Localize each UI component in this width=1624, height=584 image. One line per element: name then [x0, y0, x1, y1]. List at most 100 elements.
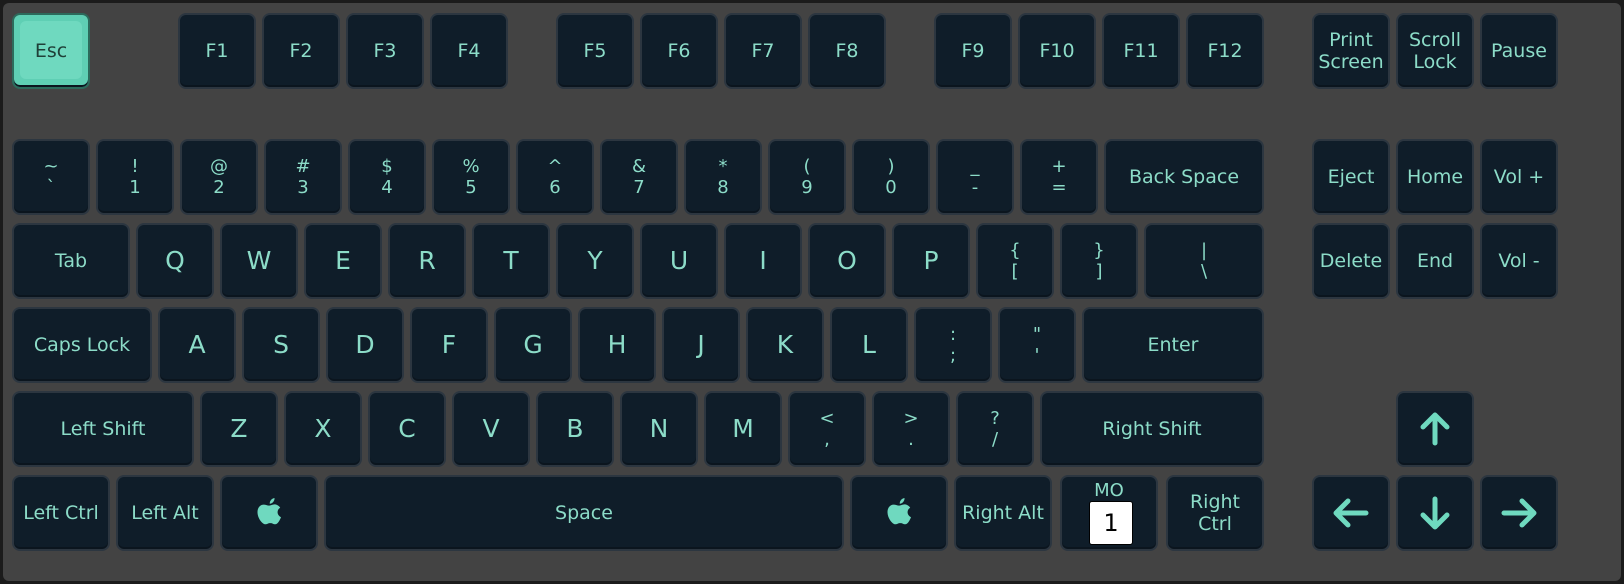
key-g[interactable]: G: [494, 307, 572, 383]
key-semicolon[interactable]: :;: [914, 307, 992, 383]
key-1[interactable]: !1: [96, 139, 174, 215]
legend-top: ?: [990, 408, 1000, 429]
key-comma[interactable]: <,: [788, 391, 866, 467]
key-left-shift[interactable]: Left Shift: [12, 391, 194, 467]
key-right-os[interactable]: [850, 475, 948, 551]
key-left-os[interactable]: [220, 475, 318, 551]
key-right-bracket[interactable]: }]: [1060, 223, 1138, 299]
key-e[interactable]: E: [304, 223, 382, 299]
key-f2[interactable]: F2: [262, 13, 340, 89]
key-f7[interactable]: F7: [724, 13, 802, 89]
key-arrow-down[interactable]: [1396, 475, 1474, 551]
key-f5[interactable]: F5: [556, 13, 634, 89]
key-a[interactable]: A: [158, 307, 236, 383]
key-4[interactable]: $4: [348, 139, 426, 215]
key-eject[interactable]: Eject: [1312, 139, 1390, 215]
key-p[interactable]: P: [892, 223, 970, 299]
key-8[interactable]: *8: [684, 139, 762, 215]
key-9[interactable]: (9: [768, 139, 846, 215]
key-pause[interactable]: Pause: [1480, 13, 1558, 89]
key-r[interactable]: R: [388, 223, 466, 299]
key-f10[interactable]: F10: [1018, 13, 1096, 89]
arrow-down-icon: [1420, 496, 1450, 530]
keyboard-frame: Esc F1 F2 F3 F4 F5 F6 F7 F8 F9 F10 F11 F…: [3, 3, 1621, 581]
key-caps-lock[interactable]: Caps Lock: [12, 307, 152, 383]
key-u[interactable]: U: [640, 223, 718, 299]
key-o[interactable]: O: [808, 223, 886, 299]
key-f1[interactable]: F1: [178, 13, 256, 89]
key-print-screen[interactable]: Print Screen: [1312, 13, 1390, 89]
key-3[interactable]: #3: [264, 139, 342, 215]
key-b[interactable]: B: [536, 391, 614, 467]
legend-bottom: =: [1051, 177, 1067, 198]
key-f3[interactable]: F3: [346, 13, 424, 89]
key-v[interactable]: V: [452, 391, 530, 467]
key-i[interactable]: I: [724, 223, 802, 299]
key-backspace[interactable]: Back Space: [1104, 139, 1264, 215]
key-l[interactable]: L: [830, 307, 908, 383]
legend-top: _: [970, 156, 980, 177]
key-f4[interactable]: F4: [430, 13, 508, 89]
key-left-bracket[interactable]: {[: [976, 223, 1054, 299]
key-end[interactable]: End: [1396, 223, 1474, 299]
key-f[interactable]: F: [410, 307, 488, 383]
key-6[interactable]: ^6: [516, 139, 594, 215]
key-k[interactable]: K: [746, 307, 824, 383]
key-h[interactable]: H: [578, 307, 656, 383]
key-period[interactable]: >.: [872, 391, 950, 467]
key-j[interactable]: J: [662, 307, 740, 383]
key-2[interactable]: @2: [180, 139, 258, 215]
key-f12[interactable]: F12: [1186, 13, 1264, 89]
key-t[interactable]: T: [472, 223, 550, 299]
key-scroll-lock[interactable]: Scroll Lock: [1396, 13, 1474, 89]
key-0[interactable]: )0: [852, 139, 930, 215]
key-arrow-left[interactable]: [1312, 475, 1390, 551]
key-arrow-up[interactable]: [1396, 391, 1474, 467]
key-s[interactable]: S: [242, 307, 320, 383]
legend-top: $: [381, 156, 393, 177]
key-c[interactable]: C: [368, 391, 446, 467]
key-m[interactable]: M: [704, 391, 782, 467]
key-enter[interactable]: Enter: [1082, 307, 1264, 383]
key-minus[interactable]: _-: [936, 139, 1014, 215]
key-vol-up[interactable]: Vol +: [1480, 139, 1558, 215]
key-delete[interactable]: Delete: [1312, 223, 1390, 299]
key-x[interactable]: X: [284, 391, 362, 467]
legend-bottom: /: [991, 429, 999, 450]
key-left-ctrl[interactable]: Left Ctrl: [12, 475, 110, 551]
key-equal[interactable]: +=: [1020, 139, 1098, 215]
key-f6[interactable]: F6: [640, 13, 718, 89]
key-n[interactable]: N: [620, 391, 698, 467]
key-f11[interactable]: F11: [1102, 13, 1180, 89]
key-space[interactable]: Space: [324, 475, 844, 551]
legend-top: *: [718, 156, 728, 177]
key-f9[interactable]: F9: [934, 13, 1012, 89]
key-d[interactable]: D: [326, 307, 404, 383]
legend-bottom: ': [1034, 345, 1040, 366]
key-5[interactable]: %5: [432, 139, 510, 215]
key-7[interactable]: &7: [600, 139, 678, 215]
key-right-alt[interactable]: Right Alt: [954, 475, 1052, 551]
key-q[interactable]: Q: [136, 223, 214, 299]
key-z[interactable]: Z: [200, 391, 278, 467]
key-arrow-right[interactable]: [1480, 475, 1558, 551]
key-w[interactable]: W: [220, 223, 298, 299]
key-home[interactable]: Home: [1396, 139, 1474, 215]
key-quote[interactable]: "': [998, 307, 1076, 383]
key-slash[interactable]: ?/: [956, 391, 1034, 467]
legend-top: (: [803, 156, 811, 177]
key-vol-down[interactable]: Vol -: [1480, 223, 1558, 299]
key-y[interactable]: Y: [556, 223, 634, 299]
key-right-ctrl[interactable]: Right Ctrl: [1166, 475, 1264, 551]
legend-bottom: `: [46, 177, 56, 198]
legend-bottom: .: [908, 429, 914, 450]
key-backslash[interactable]: |\: [1144, 223, 1264, 299]
key-esc[interactable]: Esc: [12, 13, 90, 89]
key-grave[interactable]: ~`: [12, 139, 90, 215]
legend-bottom: \: [1200, 261, 1208, 282]
key-left-alt[interactable]: Left Alt: [116, 475, 214, 551]
key-mo-1[interactable]: MO 1: [1060, 475, 1158, 551]
key-right-shift[interactable]: Right Shift: [1040, 391, 1264, 467]
key-f8[interactable]: F8: [808, 13, 886, 89]
key-tab[interactable]: Tab: [12, 223, 130, 299]
